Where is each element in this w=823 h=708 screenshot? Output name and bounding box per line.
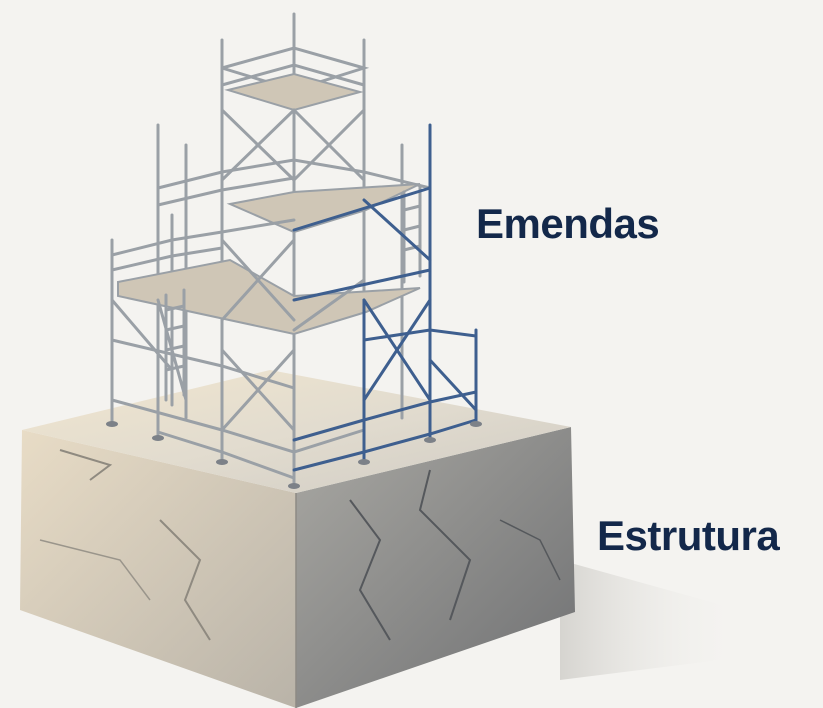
base-plates	[106, 421, 482, 489]
label-emendas: Emendas	[476, 200, 660, 247]
rock-right-face	[296, 427, 575, 708]
highlighted-scaffold-section	[292, 123, 478, 472]
rock-block	[20, 370, 575, 708]
rock-left-face	[20, 430, 296, 708]
label-estrutura: Estrutura	[597, 512, 780, 559]
ground-shadow	[560, 560, 740, 680]
